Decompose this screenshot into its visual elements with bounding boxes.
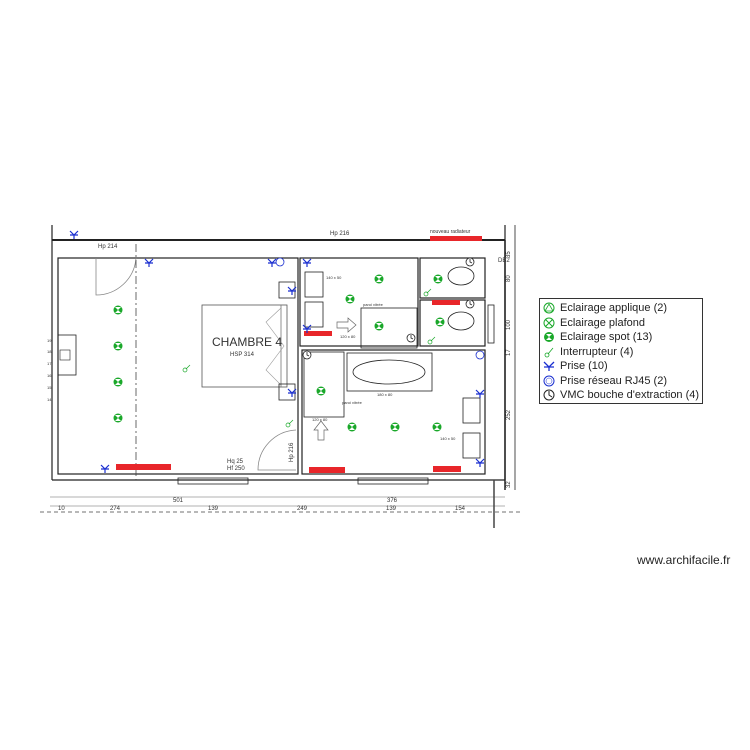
legend-item-interrupteur: Interrupteur (4) [543, 345, 702, 360]
dim-376: 376 [387, 498, 398, 504]
dim-249: 249 [297, 506, 308, 512]
radiators [116, 236, 482, 473]
legend-item-prise: Prise (10) [543, 359, 702, 374]
dim-17: 17 [506, 349, 512, 356]
sink-dim-2: 140 x 50 [440, 436, 456, 441]
paroi-vitree-2: paroi vitrée [342, 400, 363, 405]
dim-80: 80 [506, 275, 512, 282]
shower-dim-1: 120 x 80 [340, 334, 356, 339]
dim-32: 32 [506, 481, 512, 488]
scale-18: 18 [47, 349, 52, 354]
dim-252: 252 [506, 409, 512, 420]
legend-item-vmc: VMC bouche d'extraction (4) [543, 388, 702, 403]
legend-item-applique: Eclairage applique (2) [543, 301, 702, 316]
bath-dim: 180 x 80 [377, 392, 393, 397]
scale-14: 14 [47, 397, 52, 402]
nouveau-radiateur: nouveau radiateur [430, 229, 471, 235]
room-name: CHAMBRE 4 [212, 335, 282, 349]
legend: Eclairage applique (2) Eclairage plafond… [539, 298, 703, 404]
plafond-icon [543, 317, 555, 329]
sink-dim-1: 140 x 50 [326, 275, 342, 280]
hp-216-top: Hp 216 [330, 231, 350, 237]
shower-dim-2: 120 x 80 [312, 417, 328, 422]
db2: DB2 [498, 258, 510, 264]
paroi-vitree-1: paroi vitrée [363, 302, 384, 307]
scale-16: 16 [47, 373, 52, 378]
legend-item-rj45: Prise réseau RJ45 (2) [543, 374, 702, 389]
vmc-icon [543, 389, 555, 401]
hp-214: Hp 214 [98, 244, 118, 250]
outlets [69, 230, 485, 474]
spot-icon [544, 332, 554, 343]
dim-154: 154 [455, 506, 466, 512]
hp-216-side: Hp 216 [289, 442, 295, 462]
hf-250: Hf 250 [227, 466, 245, 472]
dim-100: 100 [506, 319, 512, 330]
dim-35: 35 [506, 251, 512, 258]
interrupteur-icon [544, 347, 554, 358]
site-watermark: www.archifacile.fr [637, 553, 731, 567]
room-hsp: HSP 314 [230, 352, 255, 358]
rj45 [275, 257, 485, 360]
dim-139b: 139 [386, 506, 397, 512]
legend-item-plafond: Eclairage plafond [543, 316, 702, 331]
walls [40, 225, 520, 528]
hq-25: Hq 25 [227, 459, 244, 465]
dim-501: 501 [173, 498, 184, 504]
dim-139a: 139 [208, 506, 219, 512]
dim-274: 274 [110, 506, 121, 512]
prise-icon [543, 361, 555, 372]
scale-17: 17 [47, 361, 52, 366]
legend-item-spot: Eclairage spot (13) [543, 330, 702, 345]
scale-19: 19 [47, 338, 52, 343]
dim-10: 10 [58, 506, 65, 512]
scale-15: 15 [47, 385, 52, 390]
applique-icon [543, 302, 555, 314]
rj45-icon [543, 375, 555, 387]
